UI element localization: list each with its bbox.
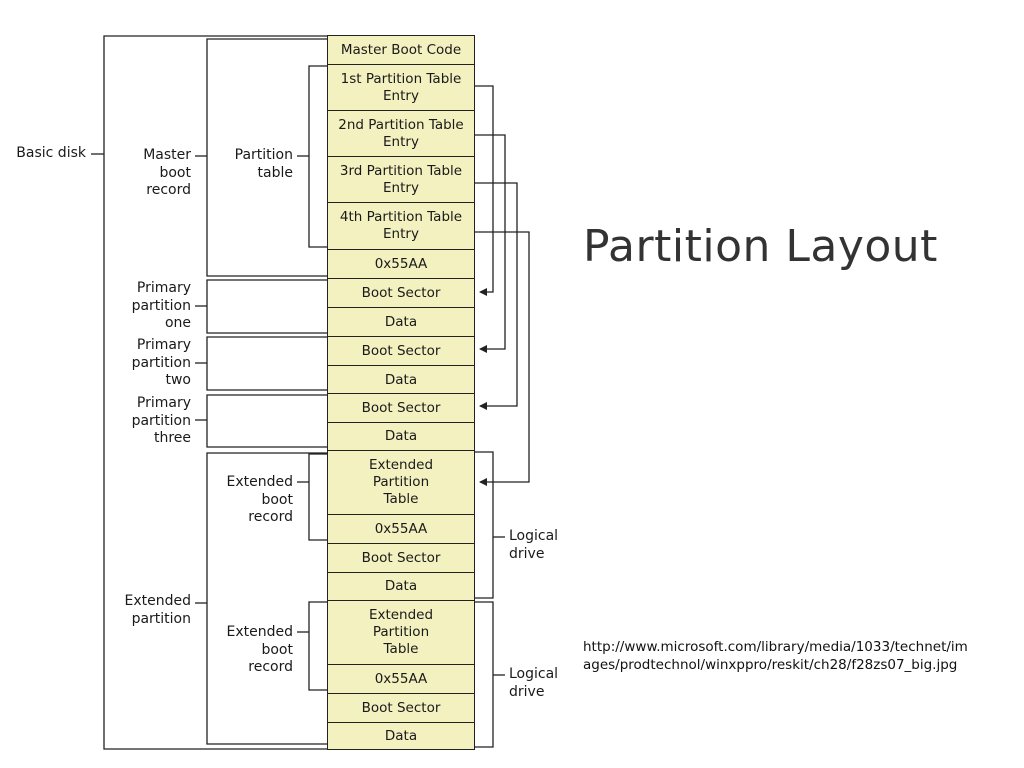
- mbr-bracket: [206, 38, 327, 277]
- extended-partition-bracket: [206, 452, 327, 745]
- block-partition-entry-2: 2nd Partition Table Entry: [327, 110, 475, 157]
- partition-table-bracket: [308, 65, 327, 248]
- label-extended-boot-record-1: Extended boot record: [226, 474, 294, 525]
- block-data-2: Data: [327, 365, 475, 395]
- label-logical-drive-1: Logical drive: [509, 528, 559, 562]
- block-master-boot-code: Master Boot Code: [327, 35, 475, 65]
- block-boot-sector-4: Boot Sector: [327, 543, 475, 573]
- primary-three-bracket: [206, 394, 327, 448]
- label-logical-drive-2: Logical drive: [509, 666, 559, 700]
- label-partition-table: Partition table: [234, 147, 293, 181]
- block-boot-sector-3: Boot Sector: [327, 393, 475, 423]
- block-ebr1-signature: 0x55AA: [327, 514, 475, 544]
- logical-drive-1-bracket: [475, 451, 494, 599]
- block-extended-partition-table-1: Extended Partition Table: [327, 450, 475, 515]
- primary-one-bracket: [206, 279, 327, 334]
- block-boot-sector-2: Boot Sector: [327, 336, 475, 366]
- label-primary-partition-three: Primary partition three: [131, 395, 191, 446]
- block-boot-sector-1: Boot Sector: [327, 278, 475, 308]
- ebr1-bracket: [308, 453, 327, 541]
- block-data-4: Data: [327, 572, 475, 601]
- ebr2-bracket: [308, 601, 327, 691]
- entry3-arrow: [475, 182, 518, 410]
- block-data-1: Data: [327, 307, 475, 337]
- block-data-3: Data: [327, 422, 475, 451]
- block-extended-partition-table-2: Extended Partition Table: [327, 600, 475, 665]
- label-extended-partition: Extended partition: [124, 593, 192, 627]
- entry2-arrow: [475, 134, 506, 353]
- block-partition-entry-3: 3rd Partition Table Entry: [327, 156, 475, 203]
- label-basic-disk: Basic disk: [16, 145, 86, 161]
- label-extended-boot-record-2: Extended boot record: [226, 624, 294, 675]
- block-boot-sector-5: Boot Sector: [327, 693, 475, 723]
- primary-two-bracket: [206, 336, 327, 391]
- source-url: http://www.microsoft.com/library/media/1…: [583, 639, 968, 673]
- entry1-arrow: [475, 85, 494, 296]
- block-ebr2-signature: 0x55AA: [327, 664, 475, 694]
- block-partition-entry-1: 1st Partition Table Entry: [327, 64, 475, 111]
- block-partition-entry-4: 4th Partition Table Entry: [327, 202, 475, 250]
- logical-drive-2-bracket: [475, 601, 494, 748]
- block-data-5: Data: [327, 722, 475, 750]
- page-title: Partition Layout: [583, 221, 938, 272]
- label-primary-partition-one: Primary partition one: [131, 280, 191, 331]
- entry4-arrow: [475, 231, 530, 486]
- basic-disk-bracket: [103, 35, 327, 750]
- block-mbr-signature: 0x55AA: [327, 249, 475, 279]
- label-primary-partition-two: Primary partition two: [131, 337, 191, 388]
- label-master-boot-record: Master boot record: [143, 147, 191, 198]
